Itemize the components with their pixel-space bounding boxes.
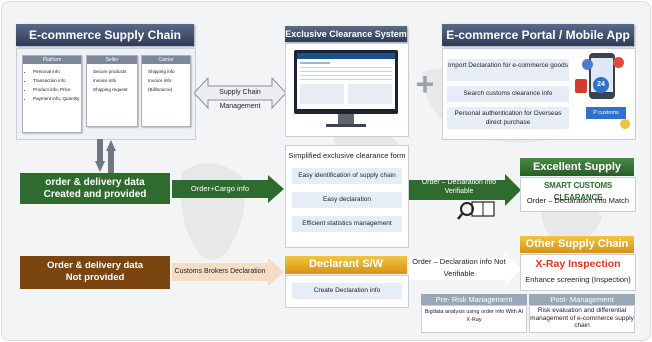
- supply-chain-management-label: Supply Chain Management: [219, 89, 261, 110]
- portal-panel: Import Declaration for e-commerce goods …: [442, 48, 636, 140]
- excellent-panel: SMART CUSTOMS CLEARANCE Order – Declarat…: [520, 177, 636, 212]
- carrier-list: Shipping info Invoice info (Bill/source): [142, 64, 190, 94]
- portal-item-import-declaration: Import Declaration for e-commerce goods: [447, 59, 569, 81]
- carrier-item: (Bill/source): [148, 87, 173, 92]
- data-provided-line1: order & delivery data: [45, 177, 145, 188]
- seller-title: Seller: [87, 56, 137, 64]
- portal-item-personal-auth: Personal authentication for Overseas dir…: [447, 107, 569, 129]
- 24-hour-badge: 24: [593, 77, 609, 93]
- clearance-header: Exclusive Clearance System: [285, 26, 407, 42]
- verifiable-arrow: [409, 174, 521, 206]
- data-not-provided-box: Order & delivery data Not provided: [20, 256, 170, 289]
- clearance-step-4: Efficient statistics management: [292, 216, 402, 232]
- carrier-item: Shipping info: [148, 69, 175, 74]
- monitor-image: [285, 43, 409, 137]
- seller-list: Secure products Invoice info Shipping re…: [87, 64, 137, 94]
- create-declaration-info: Create Declaration info: [292, 283, 402, 299]
- declarant-panel: Create Declaration info: [285, 275, 409, 308]
- carrier-doc: Carrier Shipping info Invoice info (Bill…: [141, 55, 191, 127]
- book-search-icon: [457, 201, 495, 220]
- excellent-header: Excellent Supply Chain: [520, 158, 634, 191]
- seller-item: Secure products: [93, 69, 127, 74]
- other-panel: X-Ray Inspection Enhance screening (Insp…: [520, 254, 636, 291]
- pre-risk-text: Bigdata analysis using order info With A…: [421, 305, 527, 333]
- app-icon-blue: [582, 59, 593, 70]
- other-header: Other Supply Chain: [520, 236, 634, 253]
- platform-item: Personal info: [33, 67, 81, 76]
- data-not-provided-line2: Not provided: [65, 272, 125, 283]
- seller-item: Shipping request: [93, 87, 128, 92]
- data-provided-line2: Created and provided: [43, 189, 147, 200]
- clearance-step-3: Easy declaration: [292, 192, 402, 208]
- platform-doc: Platform Personal info Transaction info …: [22, 55, 82, 133]
- platform-list: Personal info Transaction info Product i…: [23, 64, 81, 103]
- seller-doc: Seller Secure products Invoice info Ship…: [86, 55, 138, 127]
- post-mgmt-text: Risk evaluation and differential managem…: [529, 305, 635, 333]
- supply-chain-header: E-commerce Supply Chain: [16, 24, 194, 46]
- platform-item: Payment info, Quantity: [33, 94, 81, 103]
- seller-item: Invoice info: [93, 78, 117, 83]
- x-ray-brand: X-Ray Inspection: [535, 258, 621, 270]
- clearance-steps-panel: Simplified exclusive clearance form Easy…: [285, 145, 409, 248]
- platform-item: Transaction info: [33, 76, 81, 85]
- not-verifiable-label: Order – Declaration info Not Verifiable: [412, 257, 506, 278]
- carrier-item: Invoice info: [148, 78, 172, 83]
- plus-sign: +: [415, 66, 435, 102]
- monitor-screen: [297, 53, 395, 109]
- clearance-step-2: Easy identification of supply chain: [292, 168, 402, 184]
- supply-chain-panel: Platform Personal info Transaction info …: [16, 48, 196, 140]
- other-text: Enhance screening (Inspection): [525, 275, 631, 284]
- monitor-bezel: [294, 50, 398, 114]
- order-cargo-label: Order+Cargo info: [190, 184, 250, 193]
- portal-header: E-commerce Portal / Mobile App: [442, 24, 634, 46]
- excellent-text: Order – Declaration info Match: [526, 196, 630, 205]
- smart-customs-brand: SMART CUSTOMS CLEARANCE: [544, 181, 612, 202]
- order-cargo-arrow: [172, 175, 284, 203]
- p-customs-label: P customs: [586, 107, 626, 119]
- data-provided-box: order & delivery data Created and provid…: [20, 173, 170, 204]
- customs-brokers-arrow: [172, 258, 284, 286]
- bag-icon: [575, 79, 587, 93]
- vertical-double-arrow: [95, 139, 116, 173]
- carrier-title: Carrier: [142, 56, 190, 64]
- app-icon-red: [613, 57, 624, 68]
- platform-title: Platform: [23, 56, 81, 64]
- clearance-step-1: Simplified exclusive clearance form: [288, 151, 406, 160]
- pre-risk-header: Pre- Risk Management: [421, 294, 527, 305]
- verifiable-label: Order – Declaration info Verifiable: [421, 179, 497, 195]
- data-not-provided-line1: Order & delivery data: [46, 260, 144, 271]
- portal-item-search-clearance: Search customs clearance info: [447, 86, 569, 102]
- not-verifiable-arrow: [409, 252, 521, 286]
- post-mgmt-header: Post- Management: [529, 294, 635, 305]
- supply-chain-management-arrow: [194, 76, 286, 110]
- declarant-header: Declarant S/W: [285, 256, 407, 274]
- platform-item: Product info, Price: [33, 85, 81, 94]
- customs-brokers-label: Customs Brokers Declaration: [174, 268, 266, 275]
- award-icon: [620, 119, 630, 129]
